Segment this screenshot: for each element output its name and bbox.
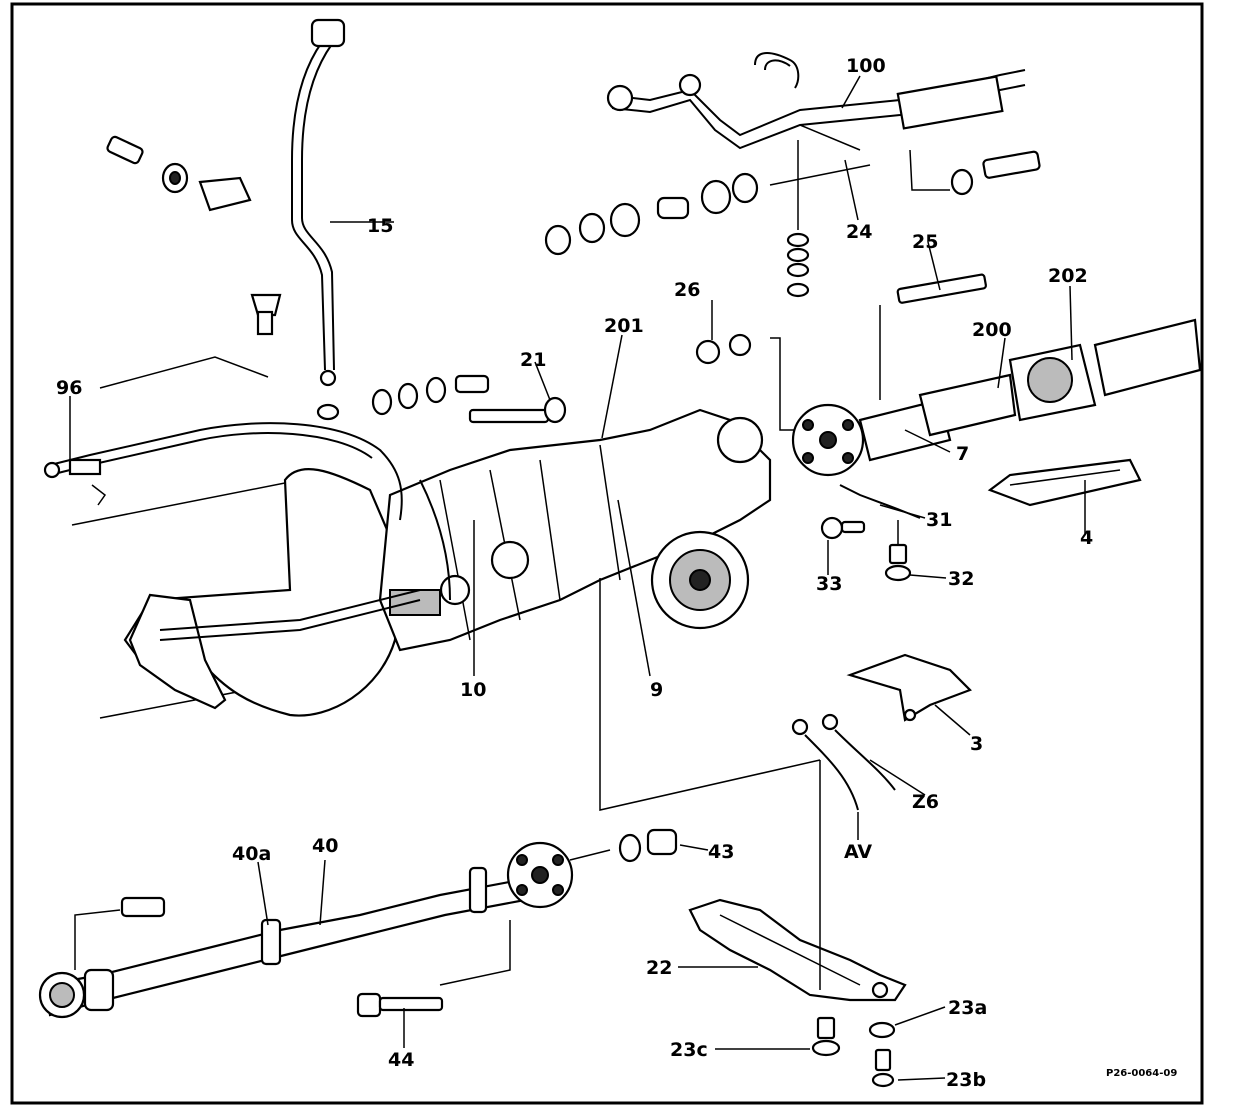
label-4: 4 (1080, 527, 1093, 549)
cooler-lines (43, 422, 451, 641)
label-200: 200 (972, 319, 1012, 341)
label-202: 202 (1048, 265, 1088, 287)
label-23c: 23c (670, 1039, 708, 1061)
label-21: 21 (520, 349, 546, 371)
heat-shield (987, 458, 1142, 507)
label-15: 15 (367, 215, 393, 237)
label-26: 26 (674, 279, 700, 301)
label-3: 3 (970, 733, 983, 755)
label-32: 32 (948, 568, 974, 590)
label-96: 96 (56, 377, 82, 399)
bracket-31-33-32 (820, 484, 921, 582)
transmission-assembly (71, 356, 772, 719)
label-23b: 23b (946, 1069, 986, 1091)
exhaust-pipe (606, 52, 1026, 151)
label-40a: 40a (232, 843, 271, 865)
label-7: 7 (956, 443, 969, 465)
label-av: AV (844, 841, 872, 863)
crossmember-22 (688, 760, 907, 1088)
fasteners-21 (371, 374, 567, 424)
part-labels: 100 15 24 25 202 26 201 200 96 21 7 31 4… (56, 55, 1177, 1091)
diagram-border (10, 2, 1204, 1105)
label-25: 25 (912, 231, 938, 253)
label-201: 201 (604, 315, 644, 337)
dipstick-tube (291, 18, 346, 421)
label-z6: Z6 (912, 791, 939, 813)
label-100: 100 (846, 55, 886, 77)
label-24: 24 (846, 221, 872, 243)
label-40: 40 (312, 835, 338, 857)
label-43: 43 (708, 841, 734, 863)
label-22: 22 (646, 957, 672, 979)
front-driveshaft (38, 828, 678, 1019)
label-33: 33 (816, 573, 842, 595)
drawing-code: P26-0064-09 (1106, 1068, 1177, 1079)
label-31: 31 (926, 509, 952, 531)
label-23a: 23a (948, 997, 987, 1019)
bracket-3 (846, 653, 972, 722)
leader-lines (69, 75, 1086, 1081)
label-44: 44 (388, 1049, 414, 1071)
cables-z6-av (599, 578, 896, 811)
label-10: 10 (460, 679, 486, 701)
mount-parts (544, 140, 1041, 298)
small-parts-top-left (106, 135, 282, 336)
label-9: 9 (650, 679, 663, 701)
rear-driveshaft (695, 273, 1202, 477)
